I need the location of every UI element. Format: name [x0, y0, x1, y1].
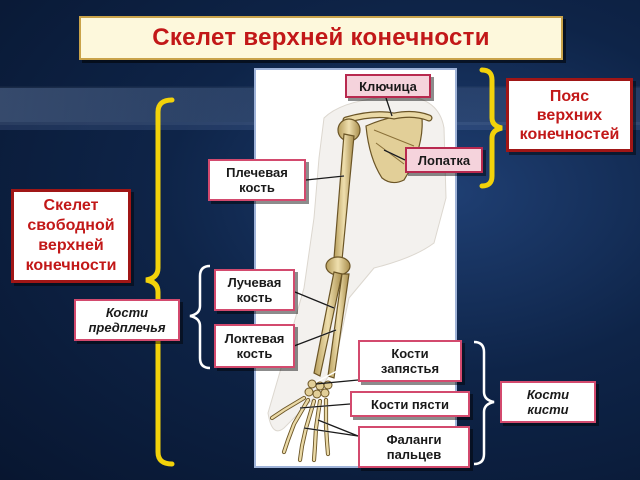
label-hand-bones: Кости кисти	[500, 381, 596, 423]
label-forearm-bones: Кости предплечья	[74, 299, 180, 341]
label-shoulder-girdle: Пояс верхних конечностей	[506, 78, 633, 152]
label-metacarpals: Кости пясти	[350, 391, 470, 417]
label-scapula: Лопатка	[405, 147, 483, 173]
label-radius: Лучевая кость	[214, 269, 295, 311]
ulna-bone	[327, 273, 350, 379]
brace-hand	[473, 340, 495, 466]
brace-shoulder-girdle	[479, 67, 503, 189]
radius-bone	[313, 271, 343, 377]
label-clavicle: Ключица	[345, 74, 431, 98]
brace-forearm	[189, 264, 211, 370]
brace-free-limb	[145, 97, 175, 467]
label-phalanges: Фаланги пальцев	[358, 426, 470, 468]
label-ulna: Локтевая кость	[214, 324, 295, 368]
slide-title: Скелет верхней конечности	[79, 16, 563, 60]
label-carpals: Кости запястья	[358, 340, 462, 382]
label-humerus: Плечевая кость	[208, 159, 306, 201]
label-free-limb: Скелет свободной верхней конечности	[11, 189, 131, 283]
